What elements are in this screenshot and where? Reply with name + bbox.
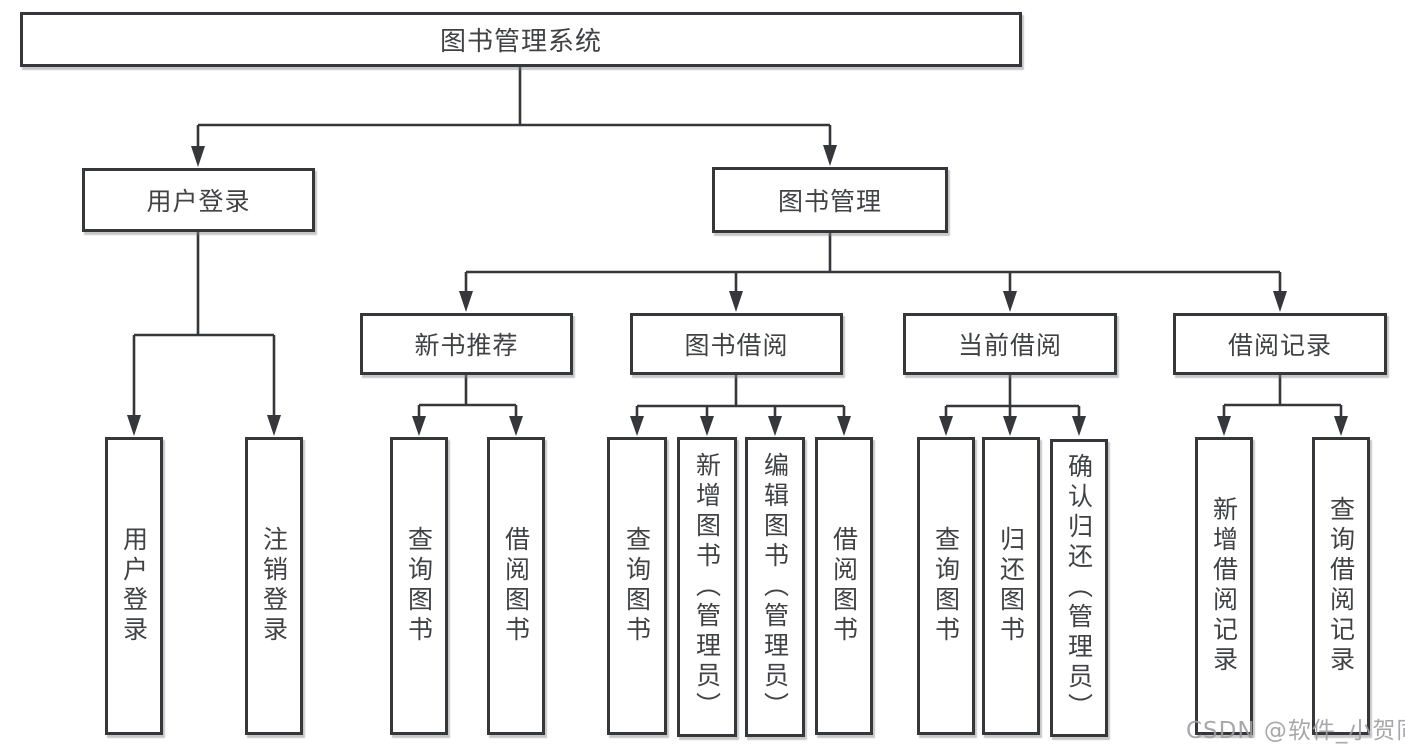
node-label: 图书管理 (777, 187, 882, 216)
node-label: 用户登录 (119, 526, 149, 646)
node-borrow-records: 借阅记录 (1173, 313, 1387, 375)
leaf-user-login: 用户登录 (105, 437, 163, 735)
node-label: 新书推荐 (414, 331, 519, 360)
leaf-edit-books-admin: 编辑图书（管理员） (745, 437, 805, 737)
leaf-borrow-books-1: 借阅图书 (487, 437, 545, 735)
node-new-book-recommend: 新书推荐 (360, 313, 573, 375)
node-label: 查询图书 (404, 526, 434, 646)
leaf-confirm-return-admin: 确认归还（管理员） (1050, 439, 1108, 737)
leaf-borrow-books-2: 借阅图书 (815, 437, 873, 735)
node-label: 新增图书（管理员） (692, 452, 722, 722)
leaf-query-books-2: 查询图书 (607, 437, 667, 735)
node-label: 当前借阅 (957, 331, 1062, 360)
node-label: 编辑图书（管理员） (760, 452, 790, 722)
leaf-logout: 注销登录 (245, 437, 303, 735)
node-label: 查询借阅记录 (1326, 496, 1356, 676)
node-label: 用户登录 (146, 187, 251, 216)
leaf-query-books-1: 查询图书 (390, 437, 448, 735)
node-label: 图书管理系统 (439, 27, 602, 57)
node-library-system: 图书管理系统 (20, 12, 1022, 67)
node-book-management: 图书管理 (712, 167, 948, 233)
node-label: 查询图书 (931, 526, 961, 646)
leaf-add-books-admin: 新增图书（管理员） (677, 437, 737, 737)
node-label: 借阅图书 (829, 526, 859, 646)
leaf-query-borrow-record: 查询借阅记录 (1312, 437, 1370, 735)
leaf-add-borrow-record: 新增借阅记录 (1195, 437, 1253, 735)
node-label: 图书借阅 (684, 331, 789, 360)
node-label: 借阅记录 (1227, 331, 1332, 360)
node-label: 归还图书 (996, 526, 1026, 646)
node-label: 注销登录 (259, 526, 289, 646)
leaf-return-books: 归还图书 (982, 437, 1040, 735)
node-label: 查询图书 (622, 526, 652, 646)
node-user-login: 用户登录 (82, 168, 315, 232)
node-label: 确认归还（管理员） (1064, 453, 1094, 723)
node-label: 新增借阅记录 (1209, 496, 1239, 676)
node-label: 借阅图书 (501, 526, 531, 646)
csdn-watermark: CSDN @软件_小贺同学 (1186, 718, 1405, 744)
leaf-query-books-3: 查询图书 (917, 437, 975, 735)
node-book-borrowing: 图书借阅 (630, 313, 843, 375)
node-current-borrowing: 当前借阅 (903, 313, 1117, 375)
